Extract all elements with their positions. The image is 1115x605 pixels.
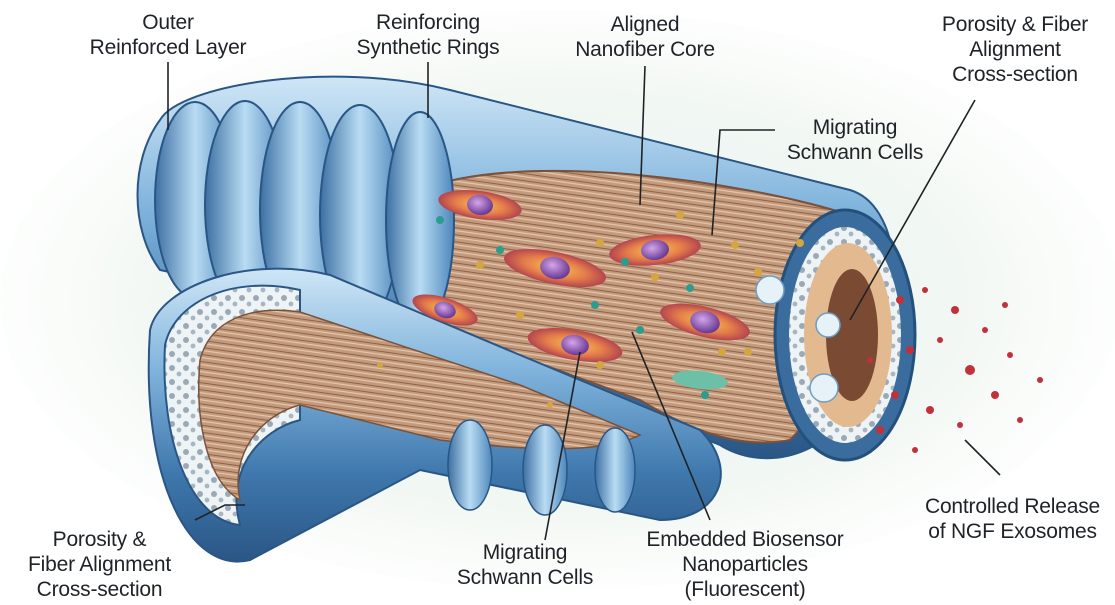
label-outer-reinforced-layer: Outer Reinforced Layer <box>78 10 258 60</box>
label-reinforcing-synthetic-rings: Reinforcing Synthetic Rings <box>328 10 528 60</box>
label-migrating-schwann-top: Migrating Schwann Cells <box>780 115 930 165</box>
label-controlled-release: Controlled Release of NGF Exosomes <box>915 494 1110 544</box>
label-porosity-left: Porosity & Fiber Alignment Cross-section <box>12 527 187 602</box>
label-aligned-nanofiber-core: Aligned Nanofiber Core <box>555 12 735 62</box>
label-migrating-schwann-bottom: Migrating Schwann Cells <box>440 540 610 590</box>
label-porosity-right: Porosity & Fiber Alignment Cross-section <box>920 12 1110 87</box>
label-embedded-biosensor: Embedded Biosensor Nanoparticles (Fluore… <box>630 527 860 602</box>
